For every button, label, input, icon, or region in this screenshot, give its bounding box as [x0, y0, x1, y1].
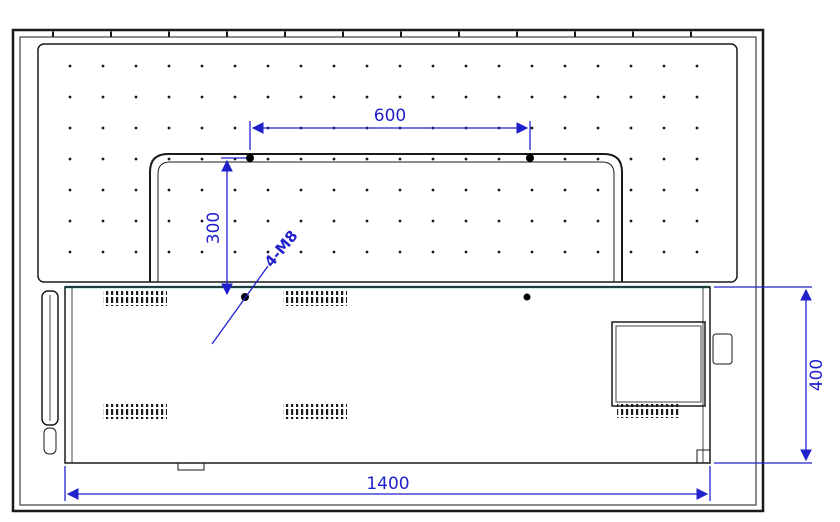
bottom-notch	[177, 462, 205, 471]
dimension-bottom-width: 1400	[64, 466, 711, 501]
bottom-right-step	[696, 449, 711, 464]
upper-panel-outline	[37, 43, 738, 283]
vesa-hole-top-right	[526, 154, 534, 162]
dimension-label-1400: 1400	[366, 474, 409, 494]
dimension-label-300: 300	[204, 212, 224, 244]
right-connector-bracket	[712, 333, 733, 365]
vesa-handle	[149, 153, 623, 282]
vent-grilles	[103, 291, 681, 419]
dimension-vesa-height: 300	[204, 157, 246, 296]
left-rail-bracket	[41, 290, 59, 426]
leader-line	[211, 265, 269, 345]
vent-grille	[103, 291, 167, 306]
handle-outer-line	[149, 153, 623, 282]
left-rail-lower-bracket	[43, 427, 57, 455]
vent-grille	[283, 404, 347, 419]
lower-panel	[41, 286, 733, 471]
module-box-inner	[615, 325, 702, 403]
dimension-vesa-width: 600	[249, 106, 531, 150]
vent-grille	[617, 404, 681, 418]
handle-inner-line	[157, 161, 615, 282]
dimension-label-600: 600	[374, 106, 406, 126]
vesa-hole-top-left	[246, 154, 254, 162]
screw-dot-grid	[64, 64, 724, 276]
vesa-hole-bottom-right	[523, 293, 531, 301]
module-box	[611, 321, 706, 407]
outer-frame	[11, 28, 765, 513]
inner-frame	[19, 36, 757, 506]
vent-grille	[283, 291, 347, 306]
dimension-right-height: 400	[714, 286, 827, 464]
display-frame	[11, 28, 765, 513]
vent-grille	[103, 404, 167, 419]
lower-panel-outline	[64, 286, 711, 464]
dimension-label-400: 400	[807, 359, 827, 391]
back-panel	[37, 43, 738, 283]
